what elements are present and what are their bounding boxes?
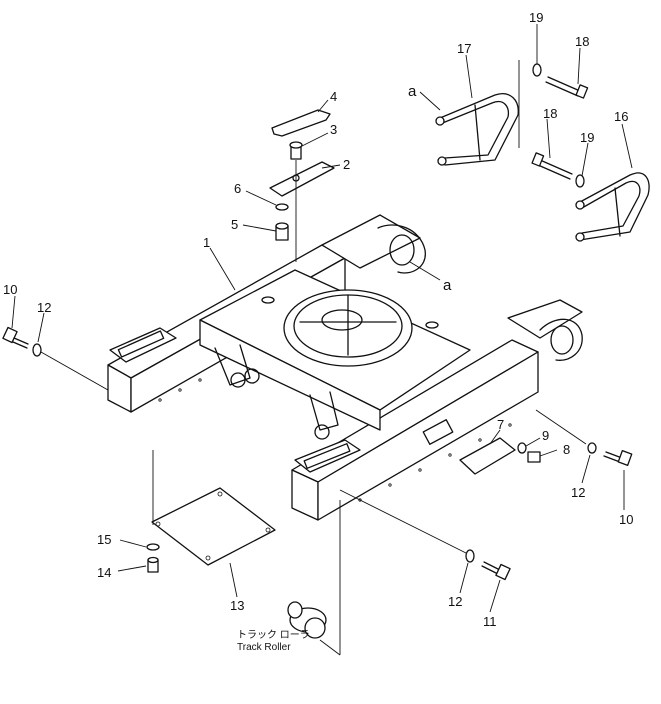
- callout-12-left: 12: [37, 300, 51, 315]
- callout-4: 4: [330, 89, 337, 104]
- bolts-18-19: [518, 60, 589, 188]
- right-fasteners: [459, 409, 633, 475]
- callout-17: 17: [457, 41, 471, 56]
- track-roller-label-jp: トラック ローラ: [237, 629, 310, 641]
- callout-10-right: 10: [619, 512, 633, 527]
- callout-12-bottom: 12: [448, 594, 462, 609]
- callout-1: 1: [203, 235, 210, 250]
- track-guard-17: [435, 93, 519, 166]
- bolt-10-left: [2, 326, 109, 391]
- track-frame: [107, 214, 583, 521]
- track-roller: [287, 500, 341, 656]
- callout-14: 14: [97, 565, 111, 580]
- callout-15: 15: [97, 532, 111, 547]
- callout-8: 8: [563, 442, 570, 457]
- callout-a-mid: a: [443, 277, 452, 294]
- callouts: 1 2 3 4 5 6 7 8 9 10 10 11 12 12 12 13 1…: [3, 10, 633, 629]
- callout-13: 13: [230, 598, 244, 613]
- callout-a-top: a: [408, 83, 417, 100]
- leader-lines: [11, 24, 633, 613]
- callout-6: 6: [234, 181, 241, 196]
- track-roller-label-en: Track Roller: [237, 642, 291, 653]
- top-plate-assembly: [269, 109, 335, 262]
- callout-9: 9: [542, 428, 549, 443]
- bolt-11: [339, 489, 511, 581]
- callout-7: 7: [497, 417, 504, 432]
- callout-19-top: 19: [529, 10, 543, 25]
- track-guard-16: [575, 172, 650, 242]
- callout-11: 11: [483, 614, 497, 629]
- callout-18-mid: 18: [543, 106, 557, 121]
- callout-10-left: 10: [3, 282, 17, 297]
- callout-18-top: 18: [575, 34, 589, 49]
- callout-16: 16: [614, 109, 628, 124]
- callout-12-right: 12: [571, 485, 585, 500]
- callout-19-mid: 19: [580, 130, 594, 145]
- bottom-cover: [146, 450, 276, 573]
- callout-5: 5: [231, 217, 238, 232]
- callout-2: 2: [343, 157, 350, 172]
- callout-3: 3: [330, 122, 337, 137]
